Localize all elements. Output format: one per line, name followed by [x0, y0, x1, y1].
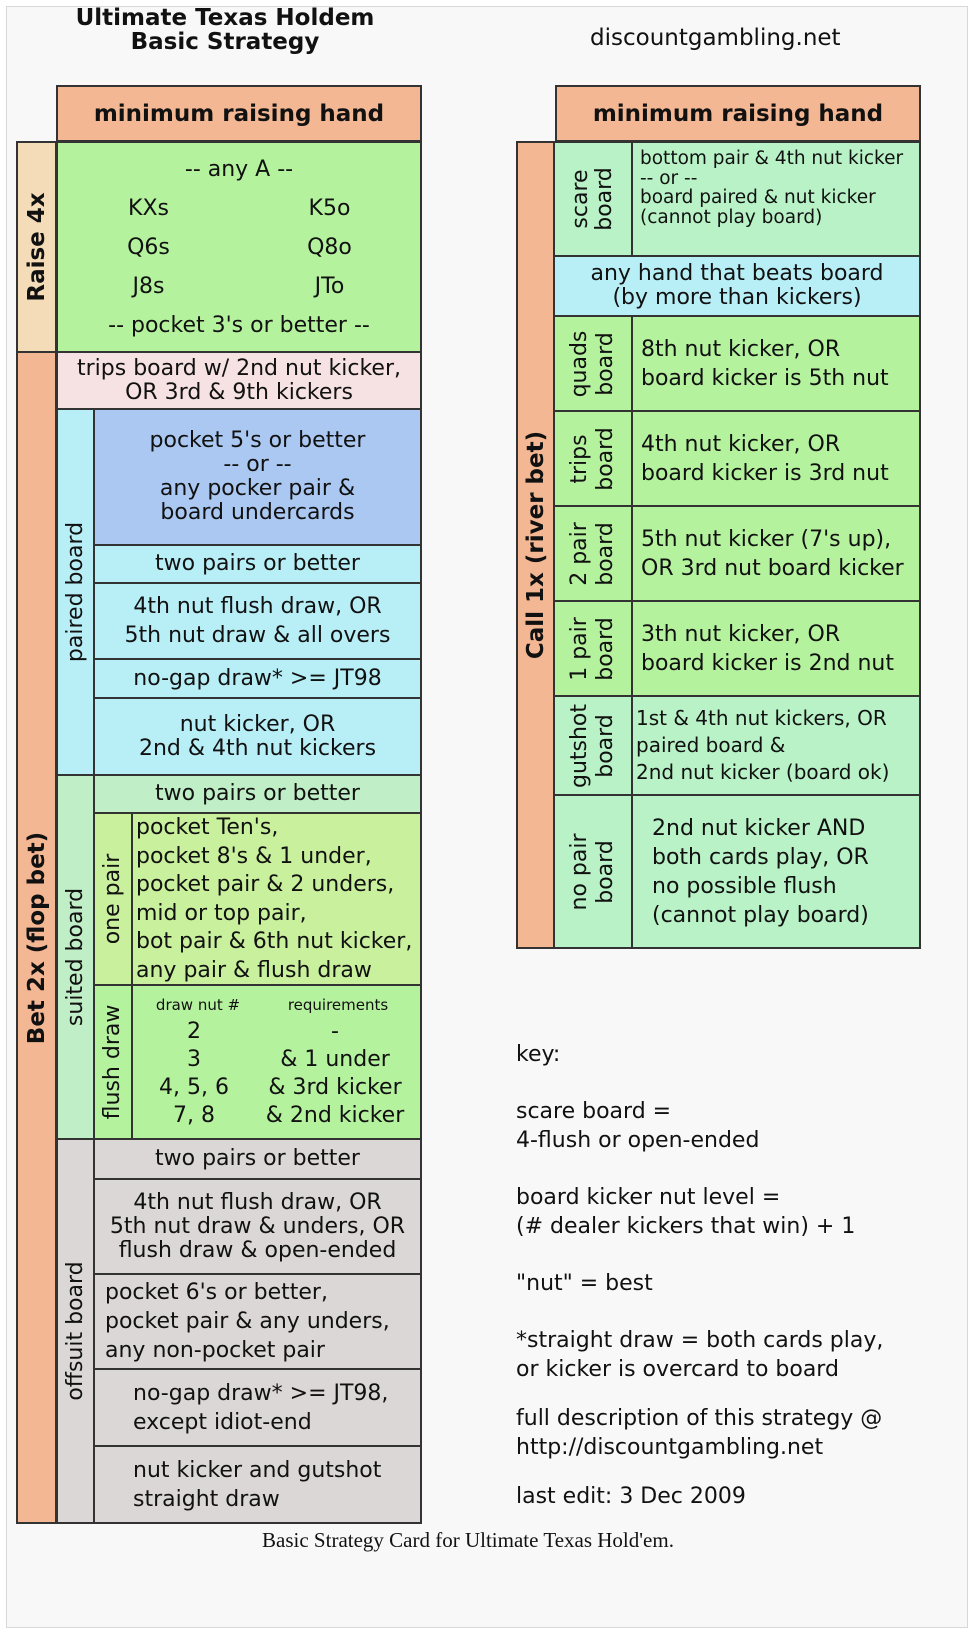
trips-board-cell: trips board w/ 2nd nut kicker,OR 3rd & 9… [56, 351, 422, 410]
one-pair-label: one pair [93, 812, 133, 986]
flush-row: 7, 8& 2nd kicker [173, 1103, 405, 1128]
offsuit-row-1: two pairs or better [93, 1138, 422, 1180]
suited-two-pairs: two pairs or better [93, 774, 422, 814]
paired-row-1: pocket 5's or better-- or --any pocker p… [93, 408, 422, 546]
key-full-1: full description of this strategy @ [516, 1406, 883, 1431]
key-kicker-1: board kicker nut level = [516, 1185, 781, 1210]
flush-row: 2- [187, 1019, 339, 1044]
key-scare-1: scare board = [516, 1099, 672, 1124]
raise-label: Raise 4x [16, 141, 57, 353]
key-nut: "nut" = best [516, 1271, 653, 1296]
bet-label: Bet 2x (flop bet) [16, 351, 57, 1524]
key-straight-2: or kicker is overcard to board [516, 1357, 839, 1382]
flush-row: 3& 1 under [187, 1047, 390, 1072]
call-label: Call 1x (river bet) [516, 141, 555, 949]
title-line-2: Basic Strategy [130, 29, 320, 55]
key-legend: key: scare board = 4-flush or open-ended… [516, 1040, 956, 1511]
title-line-1: Ultimate Texas Holdem [75, 5, 375, 31]
left-header: minimum raising hand [56, 85, 422, 142]
any-ace: -- any A -- [184, 156, 294, 182]
flush-row: 4, 5, 6& 3rd kicker [159, 1075, 402, 1100]
flush-head: draw nut # requirements [155, 996, 389, 1014]
right-header: minimum raising hand [555, 85, 921, 142]
key-straight-1: *straight draw = both cards play, [516, 1328, 884, 1353]
paired-board-label: paired board [56, 408, 95, 776]
offsuit-row-4: no-gap draw* >= JT98,except idiot-end [93, 1368, 422, 1447]
key-title: key: [516, 1042, 561, 1067]
one-pair-cell: pocket Ten's,pocket 8's & 1 under,pocket… [131, 812, 422, 986]
figure-caption: Basic Strategy Card for Ultimate Texas H… [262, 1528, 674, 1552]
suited-board-label: suited board [56, 774, 95, 1140]
pocket-threes: -- pocket 3's or better -- [108, 312, 370, 338]
site-name: discountgambling.net [590, 25, 841, 51]
key-full-2: http://discountgambling.net [516, 1435, 824, 1460]
key-last-edit: last edit: 3 Dec 2009 [516, 1484, 746, 1509]
flush-draw-label: flush draw [93, 984, 133, 1140]
flush-draw-table: draw nut # requirements 2- 3& 1 under 4,… [131, 984, 422, 1140]
paired-row-4: no-gap draw* >= JT98 [93, 658, 422, 699]
key-scare-2: 4-flush or open-ended [516, 1128, 760, 1153]
paired-row-2: two pairs or better [93, 544, 422, 584]
scare-board-cell: bottom pair & 4th nut kicker-- or --boar… [631, 141, 921, 257]
offsuit-row-3: pocket 6's or better,pocket pair & any u… [93, 1273, 422, 1370]
beats-board-cell: any hand that beats board(by more than k… [553, 255, 921, 317]
card-title: Ultimate Texas Holdem Basic Strategy [60, 6, 390, 54]
key-kicker-2: (# dealer kickers that win) + 1 [516, 1214, 856, 1239]
two-pair-board-cell: 5th nut kicker (7's up),OR 3rd nut board… [631, 505, 921, 602]
offsuit-board-label: offsuit board [56, 1138, 95, 1524]
